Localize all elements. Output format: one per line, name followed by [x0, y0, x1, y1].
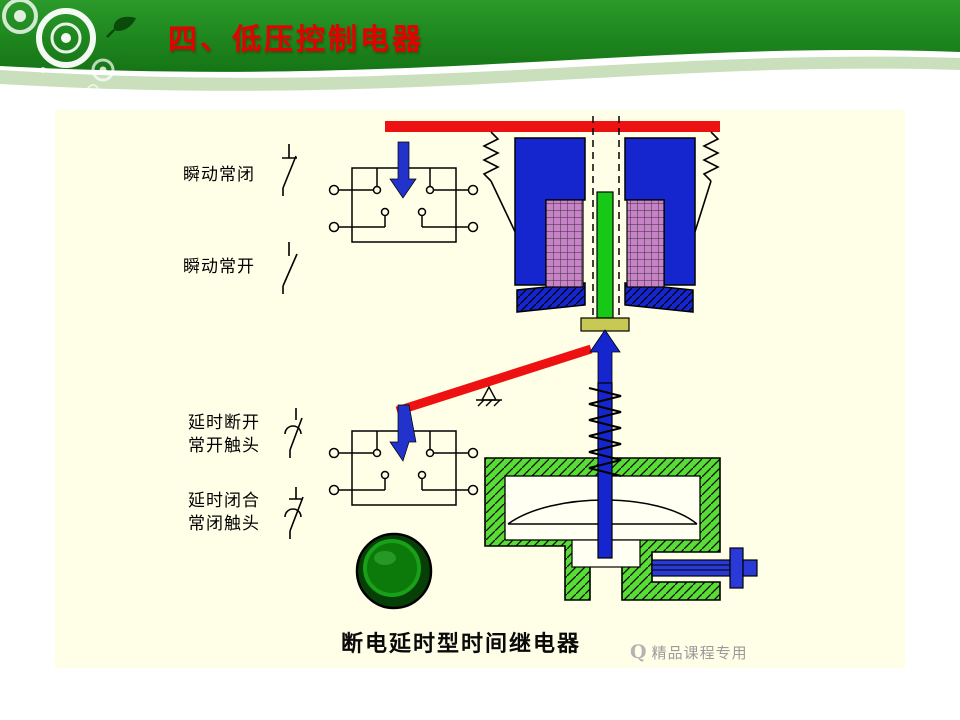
contact-symbols: [282, 144, 304, 539]
electromagnet-core: [514, 137, 696, 313]
symbol-delay-close-nc: [284, 487, 304, 539]
symbol-delay-open-no: [284, 408, 303, 458]
header-wave-ribbon: [0, 56, 960, 91]
label-delay-close: 延时闭合 常闭触头: [188, 490, 260, 536]
diagram-caption: 断电延时型时间继电器: [341, 632, 582, 657]
actuation-arrow-upper: [389, 141, 417, 199]
label-delay-open-line2: 常开触头: [188, 436, 260, 456]
screw-head-plate: [729, 547, 744, 589]
contact-block-lower: [328, 404, 479, 506]
top-crossbar: [385, 121, 720, 132]
lever-pivot: [476, 385, 502, 407]
watermark-logo-icon: Q: [630, 641, 648, 663]
return-spring: [588, 387, 622, 477]
spring-right: [702, 131, 720, 182]
label-delay-open-line1: 延时断开: [188, 413, 260, 433]
label-delay-open: 延时断开 常开触头: [188, 412, 260, 458]
armature-rod: [596, 191, 614, 319]
header-band: [0, 0, 960, 96]
label-delay-close-line2: 常闭触头: [188, 514, 260, 534]
release-lever: [395, 344, 593, 416]
push-rod-assembly: [588, 329, 622, 559]
adjusting-screw: [651, 547, 758, 589]
coil-right: [626, 199, 665, 288]
spring-left: [482, 131, 500, 182]
armature-guide-dashes: [592, 116, 620, 318]
up-arrow: [589, 329, 621, 386]
watermark-text: 精品课程专用: [651, 644, 748, 662]
header-green-band: [0, 0, 960, 72]
symbol-instant-nc: [282, 144, 297, 196]
label-delay-close-line1: 延时闭合: [188, 491, 260, 511]
actuation-arrow-lower: [389, 404, 417, 462]
suspension-springs: [482, 131, 720, 239]
symbol-instant-no: [282, 242, 298, 294]
page-title: 四、低压控制电器: [168, 22, 425, 56]
screw-knob: [742, 559, 758, 577]
reset-button: [355, 532, 433, 610]
leaf-icon: [106, 16, 136, 38]
coil-left: [545, 199, 584, 288]
decorative-gears: [2, 0, 115, 96]
magnet-coils: [545, 199, 665, 288]
screw-shaft: [651, 559, 731, 577]
contact-block-upper: [328, 141, 479, 243]
pallet-plate: [580, 317, 630, 332]
label-instant-nc: 瞬动常闭: [183, 165, 255, 185]
button-highlight: [374, 551, 396, 565]
label-instant-no: 瞬动常开: [183, 257, 255, 277]
